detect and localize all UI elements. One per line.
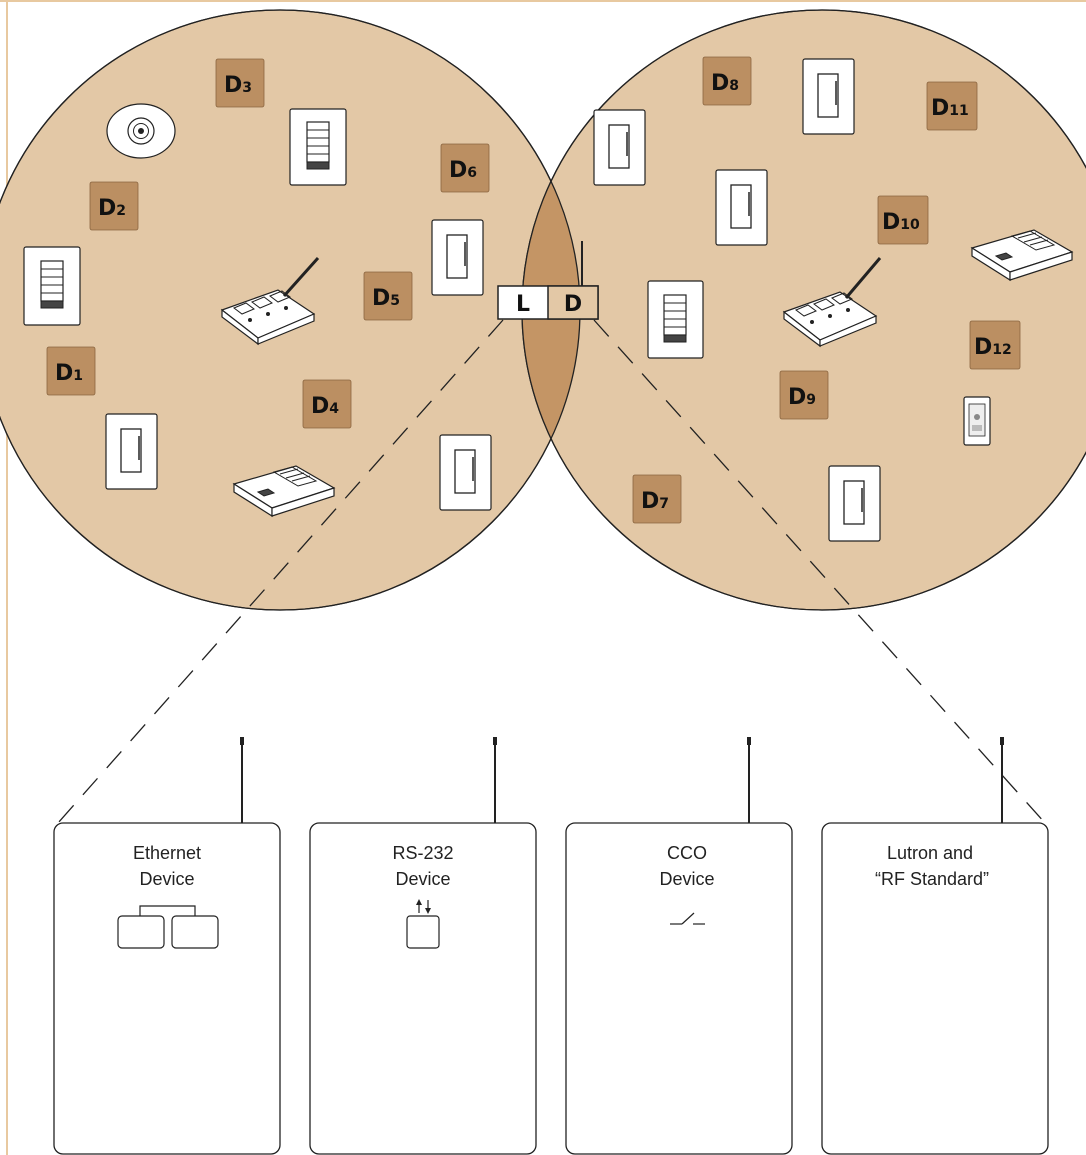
svg-text:D11: D11 [931, 96, 969, 121]
tag-number: 3 [242, 80, 252, 96]
tag-number: 6 [467, 165, 477, 181]
tabletop-control-antenna-icon [220, 256, 320, 346]
tag-number: 9 [806, 392, 816, 408]
ethernet-icon [117, 905, 219, 949]
device-tag-d9: D9 [779, 370, 829, 420]
tabletop-keypad-icon [970, 229, 1074, 282]
box-title-line1: RS-232 [392, 843, 453, 863]
tag-number: 2 [116, 203, 126, 219]
dimmer-icon [828, 465, 881, 542]
svg-text:D9: D9 [788, 385, 816, 410]
device-tag-d8: D8 [702, 56, 752, 106]
tag-letter: D [711, 71, 729, 96]
device-tag-d12: D12 [969, 320, 1021, 370]
tag-number: 1 [73, 368, 83, 384]
tag-letter: D [55, 361, 73, 386]
box-title-line1: CCO [667, 843, 707, 863]
tabletop-keypad-icon [232, 465, 336, 518]
tag-letter: D [882, 210, 900, 235]
tag-letter: D [311, 394, 329, 419]
tag-number: 12 [992, 342, 1011, 358]
repeater-label-l: L [516, 292, 530, 317]
keypad-icon [647, 280, 704, 359]
svg-text:D1: D1 [55, 361, 83, 386]
integration-box-lutron-rf: Lutron and “RF Standard” [821, 737, 1049, 1155]
tag-letter: D [449, 158, 467, 183]
tag-letter: D [641, 489, 659, 514]
tag-letter: D [224, 73, 242, 98]
svg-text:D10: D10 [882, 210, 920, 235]
tag-number: 10 [900, 217, 920, 233]
integration-box-cco: CCO Device [565, 737, 793, 1155]
svg-text:D2: D2 [98, 196, 126, 221]
box-title-line1: Lutron and [887, 843, 973, 863]
repeater-label-d: D [564, 292, 582, 317]
tag-letter: D [931, 96, 949, 121]
svg-text:D7: D7 [641, 489, 669, 514]
tag-number: 4 [329, 401, 339, 417]
dimmer-icon [431, 219, 484, 296]
tag-number: 8 [729, 78, 739, 94]
dimmer-icon [439, 434, 492, 511]
contact-closure-icon [670, 912, 705, 925]
tag-number: 7 [659, 496, 669, 512]
tabletop-control-antenna-icon [782, 257, 882, 348]
device-tag-d5: D5 [363, 271, 413, 321]
occupancy-sensor-icon [106, 103, 176, 159]
keypad-icon [289, 108, 347, 186]
svg-text:D4: D4 [311, 394, 339, 419]
dimmer-icon [715, 169, 768, 246]
tag-number: 5 [390, 293, 400, 309]
dimmer-icon [802, 58, 855, 135]
box-title-line1: Ethernet [133, 843, 201, 863]
dimmer-icon [105, 413, 158, 490]
remote-control-icon [963, 396, 991, 446]
svg-text:D8: D8 [711, 71, 739, 96]
main-repeater: L D [497, 241, 599, 320]
device-tag-d3: D3 [215, 58, 265, 108]
svg-text:D5: D5 [372, 286, 400, 311]
tag-letter: D [788, 385, 806, 410]
box-title-line2: Device [659, 869, 714, 889]
tag-letter: D [372, 286, 390, 311]
device-tag-d10: D10 [877, 195, 929, 245]
device-tag-d6: D6 [440, 143, 490, 193]
box-title-line2: “RF Standard” [875, 869, 989, 889]
tag-letter: D [98, 196, 116, 221]
keypad-icon [23, 246, 81, 326]
device-tag-d7: D7 [632, 474, 682, 524]
box-title-line2: Device [395, 869, 450, 889]
device-tag-d1: D1 [46, 346, 96, 396]
tag-letter: D [974, 335, 992, 360]
svg-text:D6: D6 [449, 158, 477, 183]
device-tag-d2: D2 [89, 181, 139, 231]
tag-number: 11 [949, 103, 968, 119]
svg-text:D12: D12 [974, 335, 1012, 360]
integration-box-ethernet: Ethernet Device [53, 737, 281, 1155]
device-tags: D1 D2 D3 D4 D5 D6 D7 D8 [46, 56, 1021, 524]
svg-text:D3: D3 [224, 73, 252, 98]
dashed-link-left [57, 319, 504, 824]
device-tag-d4: D4 [302, 379, 352, 429]
box-title-line2: Device [139, 869, 194, 889]
device-tag-d11: D11 [926, 81, 978, 131]
rs232-arrows-icon [406, 899, 440, 949]
dashed-link-right [593, 319, 1046, 824]
integration-box-rs232: RS-232 Device [309, 737, 537, 1155]
dimmer-icon [593, 109, 646, 186]
